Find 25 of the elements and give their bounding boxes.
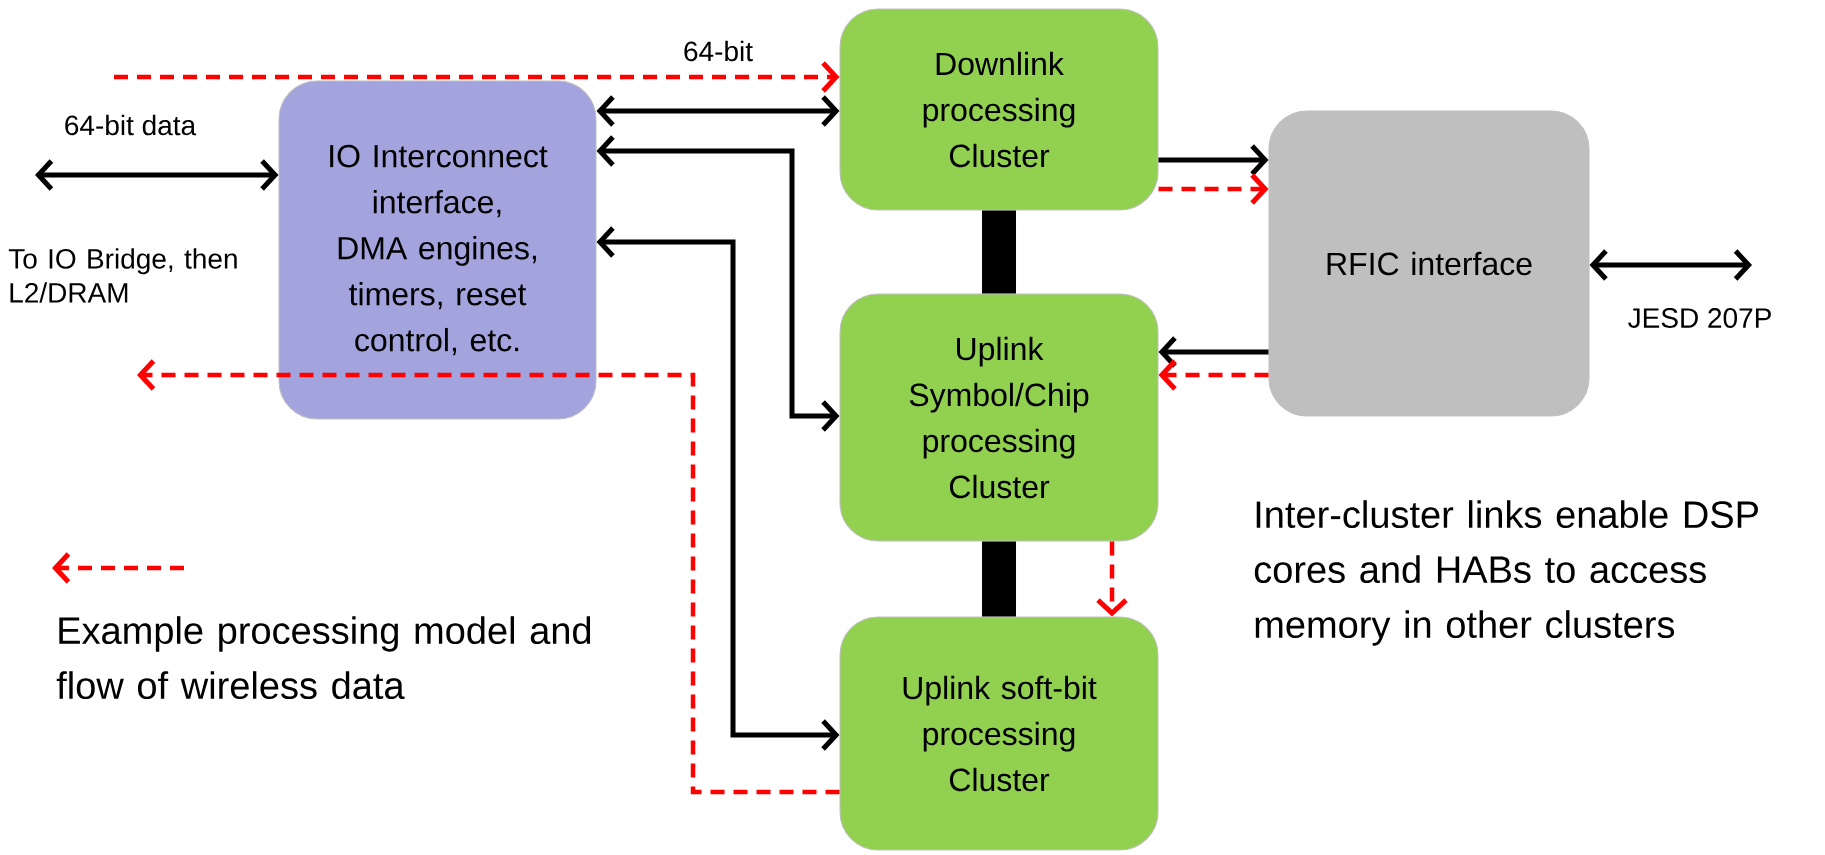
process-box: Uplink Symbol/Chip processing Cluster: [839, 293, 1159, 542]
note-text: Inter-cluster links enable DSP cores and HABs to access memory in other clusters: [1254, 500, 1758, 646]
process-box: Uplink soft-bit processing Cluster: [839, 616, 1159, 851]
arrow: [1096, 541, 1128, 617]
edge-label: 64-bit: [681, 38, 756, 64]
note-text: To IO Bridge, then L2/DRAM: [8, 248, 237, 303]
legend-text: Example processing model and flow of wireless data: [56, 616, 591, 700]
edge-label: JESD 207P: [1625, 306, 1775, 330]
arrow: [1158, 359, 1269, 391]
arrow: [1158, 173, 1269, 205]
link-bar: [982, 210, 1016, 294]
arrow: [137, 359, 840, 795]
link-bar: [982, 541, 1016, 617]
arrow: [114, 61, 840, 93]
arrow: [596, 135, 840, 432]
arrow: [1589, 249, 1753, 281]
arrow: [596, 226, 840, 751]
arrow: [1158, 336, 1269, 368]
arrow: [1158, 144, 1269, 176]
edge-label: 64-bit data: [61, 112, 199, 138]
process-box: IO Interconnect interface, DMA engines, timers, reset control, etc.: [278, 80, 597, 420]
process-box: RFIC interface: [1268, 110, 1590, 417]
process-box: Downlink processing Cluster: [839, 8, 1159, 211]
arrow: [35, 159, 279, 191]
arrow: [596, 95, 840, 127]
